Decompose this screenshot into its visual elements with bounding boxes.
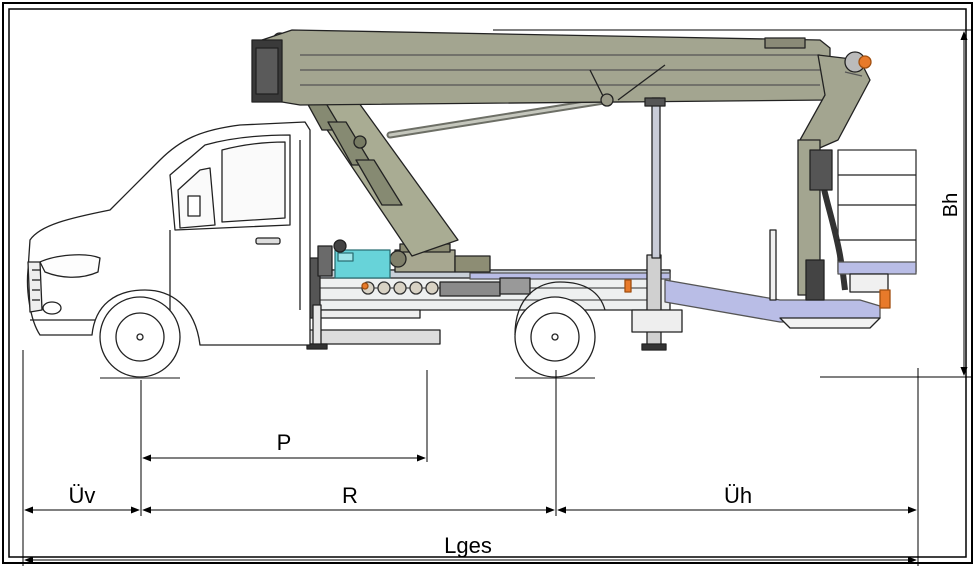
label-bh: Bh: [940, 193, 962, 217]
rear-wheel: [514, 281, 606, 378]
cab: [26, 121, 311, 346]
turret-base: [389, 243, 491, 273]
label-r: R: [342, 483, 358, 508]
dimension-lines: [22, 29, 972, 566]
outrigger-legs: [306, 254, 683, 351]
boom-upper-arm: [251, 29, 831, 107]
label-lges: Lges: [444, 533, 492, 558]
label-uv: Üv: [69, 483, 96, 508]
vehicle-drawing: [26, 29, 917, 379]
front-wheel: [99, 296, 181, 378]
work-basket: [837, 149, 917, 309]
boom-rest-support: [651, 97, 661, 259]
chassis-frame: [299, 257, 671, 345]
label-uh: Üh: [724, 483, 752, 508]
hydraulic-tank: [317, 239, 391, 279]
label-p: P: [277, 430, 292, 455]
rear-platform-tray: [664, 229, 881, 329]
jib-arm: [797, 51, 872, 301]
